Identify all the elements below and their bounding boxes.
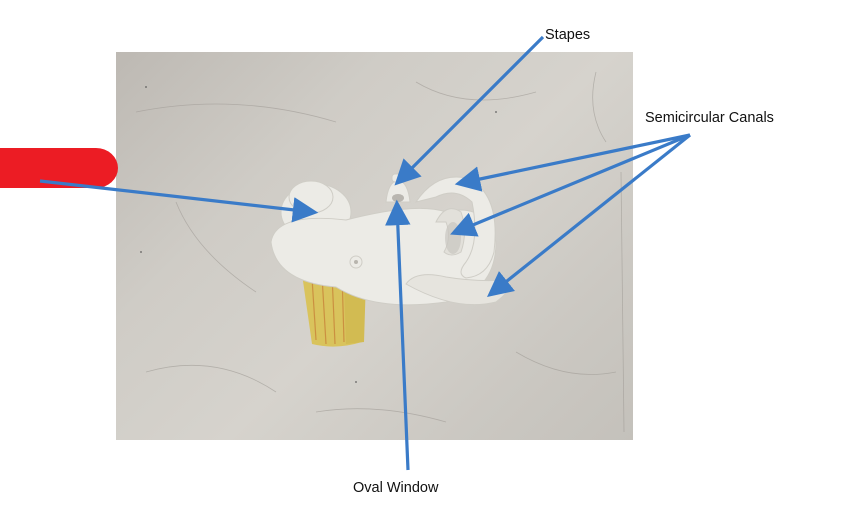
redacted-label-blob xyxy=(0,148,118,188)
inner-ear-model-photo xyxy=(116,52,633,440)
label-stapes: Stapes xyxy=(545,27,591,43)
photo-content xyxy=(135,71,625,433)
label-semicircular-canals: Semicircular Canals xyxy=(645,110,774,126)
label-oval-window: Oval Window xyxy=(353,480,439,496)
